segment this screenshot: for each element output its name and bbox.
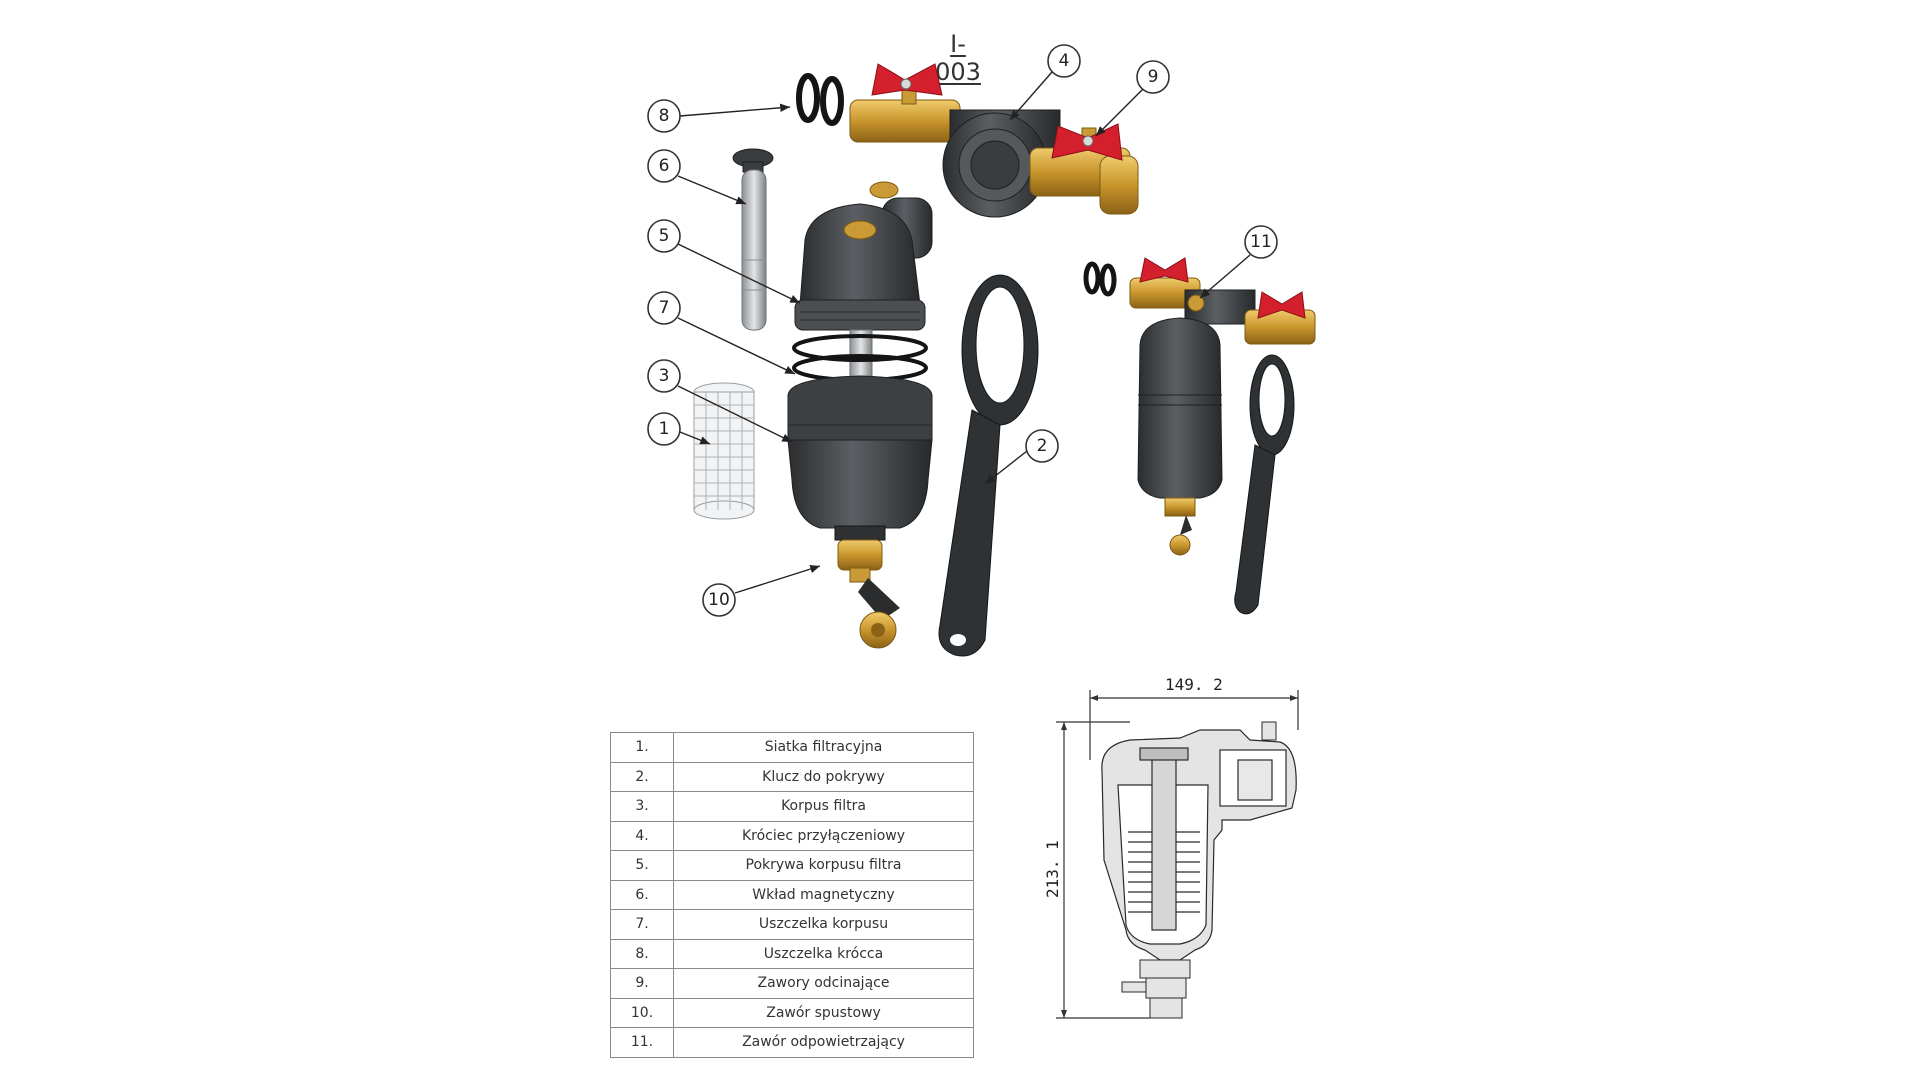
filter-mesh-1 [693, 382, 755, 520]
table-row: 11.Zawór odpowietrzający [610, 1027, 974, 1058]
diagram-title: I-003 [935, 30, 981, 86]
filter-body-3 [787, 375, 933, 541]
svg-text:9: 9 [1148, 67, 1159, 87]
callout-3: 3 [647, 359, 793, 443]
table-row: 10.Zawór spustowy [610, 997, 974, 1028]
callout-6: 6 [647, 149, 747, 205]
magnetic-insert-6 [732, 148, 774, 331]
callout-4: 4 [1009, 44, 1081, 121]
table-row: 3.Korpus filtra [610, 791, 974, 822]
callout-11: 11 [1199, 225, 1278, 299]
gasket-rings-8 [796, 73, 844, 126]
callout-2: 2 [984, 429, 1059, 485]
svg-text:5: 5 [659, 226, 670, 246]
svg-text:3: 3 [659, 366, 670, 386]
callout-1: 1 [647, 412, 711, 446]
table-row: 6.Wkład magnetyczny [610, 879, 974, 910]
table-row: 2.Klucz do pokrywy [610, 761, 974, 792]
table-row: 9.Zawory odcinające [610, 968, 974, 999]
svg-text:11: 11 [1250, 232, 1272, 252]
table-row: 4.Króciec przyłączeniowy [610, 820, 974, 851]
callout-9: 9 [1095, 60, 1170, 137]
ball-valve-left [849, 63, 961, 143]
callout-7: 7 [647, 291, 796, 375]
svg-text:6: 6 [659, 156, 670, 176]
assembled-filter-view [1083, 257, 1316, 615]
svg-text:8: 8 [659, 106, 670, 126]
callout-8: 8 [647, 99, 791, 133]
table-row: 8.Uszczelka krócca [610, 938, 974, 969]
cover-wrench-2 [938, 274, 1039, 657]
callout-10: 10 [702, 564, 821, 617]
table-row: 7.Uszczelka korpusu [610, 909, 974, 940]
parts-list-table: 1.Siatka filtracyjna 2.Klucz do pokrywy … [610, 732, 974, 1058]
table-row: 5.Pokrywa korpusu filtra [610, 850, 974, 881]
callout-5: 5 [647, 219, 801, 304]
svg-text:7: 7 [659, 298, 670, 318]
table-row: 1.Siatka filtracyjna [610, 732, 974, 763]
svg-text:10: 10 [708, 590, 730, 610]
filter-cover-5 [794, 181, 933, 331]
svg-text:2: 2 [1037, 436, 1048, 456]
drain-valve-10 [837, 539, 900, 649]
dimension-width: 149. 2 [1165, 675, 1223, 694]
svg-text:1: 1 [659, 419, 670, 439]
dimension-height: 213. 1 [1043, 840, 1062, 898]
svg-text:4: 4 [1059, 51, 1070, 71]
section-drawing: 149. 2 213. 1 [1043, 675, 1299, 1019]
